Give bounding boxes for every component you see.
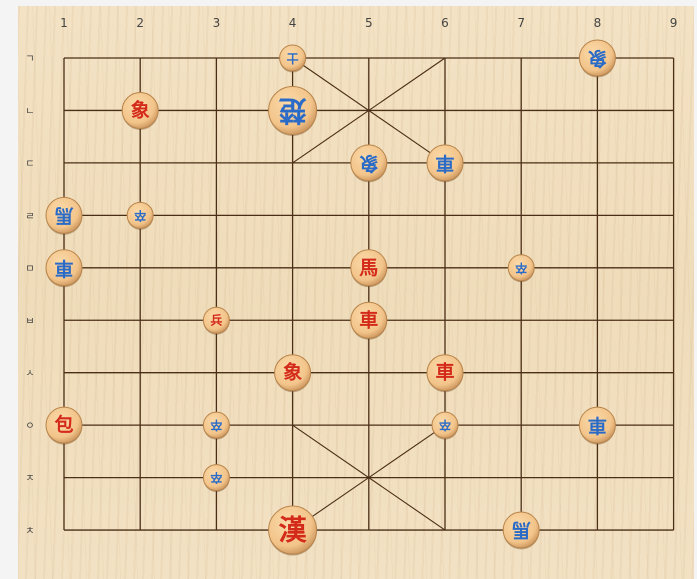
column-label: 1	[60, 16, 68, 30]
piece-glyph: 車	[588, 414, 607, 437]
piece-glyph: 馬	[359, 257, 378, 279]
column-label: 9	[670, 16, 678, 30]
piece-blue-blue-jol-3a[interactable]: 卒	[203, 412, 229, 440]
column-label: 2	[136, 16, 144, 30]
row-label: ㄹ	[25, 211, 34, 222]
piece-glyph: 卒	[210, 418, 222, 433]
piece-red-red-sang-4[interactable]: 象	[275, 355, 311, 393]
row-label: ㅊ	[25, 526, 34, 537]
row-label: ㅂ	[25, 316, 34, 327]
row-label: ㅁ	[25, 264, 34, 275]
piece-glyph: 卒	[134, 208, 146, 223]
piece-blue-blue-general[interactable]: 楚	[269, 86, 317, 136]
board-grid	[64, 58, 674, 530]
piece-glyph: 士	[287, 51, 299, 66]
piece-glyph: 楚	[279, 94, 307, 127]
piece-glyph: 馬	[512, 519, 531, 541]
row-label: ㅇ	[25, 421, 34, 432]
piece-blue-blue-ma-1[interactable]: 馬	[46, 197, 82, 235]
piece-glyph: 車	[359, 308, 378, 331]
piece-glyph: 象	[588, 47, 607, 70]
row-label: ㄴ	[25, 106, 34, 117]
piece-blue-blue-jol-2[interactable]: 卒	[127, 202, 153, 230]
piece-glyph: 象	[131, 98, 150, 121]
row-label: ㄷ	[25, 159, 34, 170]
piece-glyph: 馬	[54, 204, 73, 226]
column-label: 6	[441, 16, 449, 30]
piece-glyph: 象	[359, 152, 378, 175]
piece-blue-blue-jol-7[interactable]: 卒	[508, 255, 534, 283]
row-label: ㄱ	[25, 54, 34, 65]
piece-red-red-cha-6[interactable]: 車	[427, 355, 463, 393]
piece-red-red-general[interactable]: 漢	[269, 506, 317, 556]
piece-glyph: 車	[54, 257, 73, 280]
row-label: ㅅ	[25, 369, 34, 380]
piece-red-red-ma-5[interactable]: 馬	[351, 250, 387, 288]
piece-glyph: 象	[283, 361, 302, 384]
column-label: 7	[517, 16, 525, 30]
column-label: 4	[289, 16, 297, 30]
piece-glyph: 卒	[210, 471, 222, 486]
piece-blue-blue-ma-7[interactable]: 馬	[503, 512, 539, 550]
piece-glyph: 卒	[515, 261, 527, 276]
piece-blue-blue-cha-8[interactable]: 車	[579, 407, 615, 445]
piece-red-red-po-1[interactable]: 包	[46, 407, 82, 445]
column-label: 5	[365, 16, 373, 30]
piece-blue-blue-cha-1[interactable]: 車	[46, 250, 82, 288]
piece-glyph: 兵	[210, 312, 222, 327]
column-label: 3	[213, 16, 221, 30]
piece-blue-blue-sa-top[interactable]: 士	[280, 45, 306, 73]
piece-blue-blue-sang-5[interactable]: 象	[351, 145, 387, 183]
piece-blue-blue-cha-6[interactable]: 車	[427, 145, 463, 183]
piece-glyph: 卒	[439, 418, 451, 433]
piece-glyph: 漢	[279, 514, 308, 547]
piece-red-red-sang-2[interactable]: 象	[122, 92, 158, 130]
piece-red-red-byeong-3[interactable]: 兵	[203, 307, 229, 335]
piece-blue-blue-jol-3b[interactable]: 卒	[203, 465, 229, 493]
column-label: 8	[594, 16, 602, 30]
piece-glyph: 車	[435, 361, 454, 384]
piece-blue-blue-jol-6[interactable]: 卒	[432, 412, 458, 440]
piece-glyph: 包	[54, 413, 73, 436]
piece-blue-blue-sang-top-right[interactable]: 象	[579, 40, 615, 78]
piece-red-red-cha-5[interactable]: 車	[351, 302, 387, 340]
piece-glyph: 車	[435, 152, 454, 175]
row-label: ㅈ	[25, 474, 34, 485]
